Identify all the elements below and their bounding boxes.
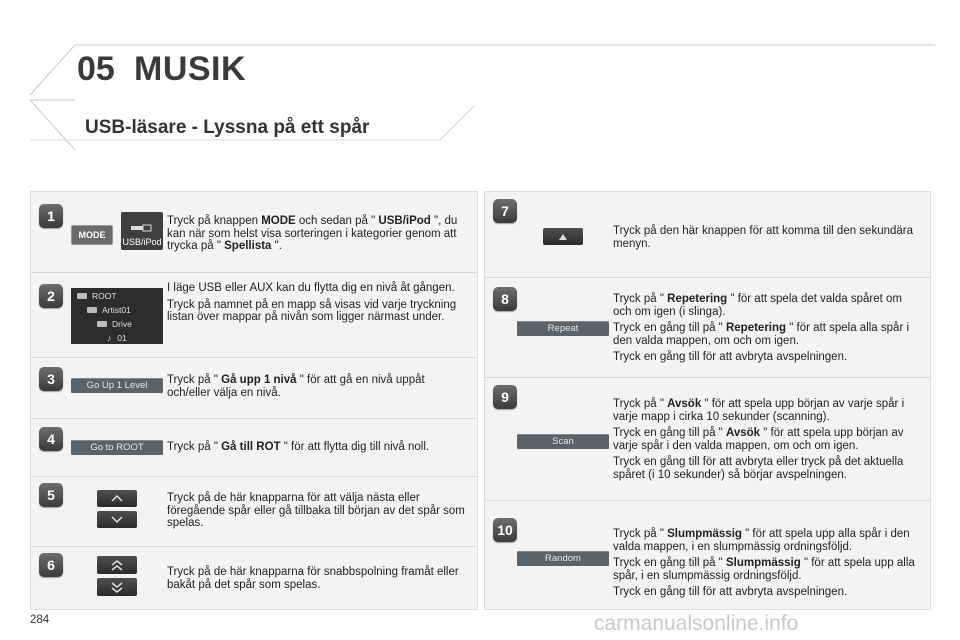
step-text: Tryck på de här knapparna för snabbspoln…: [167, 566, 472, 595]
double-chevron-down-icon: [111, 581, 123, 593]
step-number-badge: 6: [39, 553, 63, 577]
paragraph: Tryck en gång till för att avbryta avspe…: [613, 586, 848, 598]
step-text: Tryck på den här knappen för att komma t…: [613, 225, 913, 254]
step-text: Tryck på " Gå upp 1 nivå " för att gå en…: [167, 374, 467, 403]
fast-forward-button[interactable]: [97, 556, 137, 574]
paragraph: Tryck en gång till för att avbryta avspe…: [613, 351, 848, 363]
paragraph: Tryck på den här knappen för att komma t…: [613, 225, 914, 250]
step-text: Tryck på " Avsök " för att spela upp bör…: [613, 398, 918, 485]
folder-row[interactable]: ROOT: [71, 289, 169, 302]
folder-name: Drive: [112, 318, 132, 329]
scan-button[interactable]: Scan: [517, 434, 609, 449]
paragraph: Tryck på " Gå till ROT " för att flytta …: [167, 441, 430, 453]
paragraph: Tryck på " Repetering " för att spela de…: [613, 293, 902, 318]
repeat-button[interactable]: Repeat: [517, 321, 609, 336]
step-number-badge: 1: [39, 204, 63, 228]
chevron-down-icon: [111, 516, 123, 523]
next-track-button[interactable]: [97, 511, 137, 528]
step-8: 8 Repeat Tryck på " Repetering " för att…: [485, 277, 930, 378]
mode-button[interactable]: MODE: [71, 225, 113, 245]
random-button[interactable]: Random: [517, 551, 609, 566]
step-6: 6 Tryck på de här knapparna för snabbspo…: [31, 546, 477, 609]
paragraph: Tryck på " Gå upp 1 nivå " för att gå en…: [167, 374, 425, 399]
folder-list: ROOT Artist01 Drive ♪ 01: [71, 288, 163, 344]
step-text: Tryck på knappen MODE och sedan på " USB…: [167, 215, 475, 257]
chevron-up-icon: [111, 495, 123, 502]
page-number: 284: [30, 614, 50, 626]
folder-row[interactable]: Drive: [71, 317, 189, 330]
step-number-badge: 3: [39, 367, 63, 391]
triangle-up-icon: [559, 233, 567, 240]
step-2: 2 ROOT Artist01 Drive ♪ 01 I läge USB ell…: [31, 272, 477, 358]
step-text: Tryck på " Repetering " för att spela de…: [613, 293, 918, 368]
paragraph: I läge USB eller AUX kan du flytta dig e…: [167, 282, 455, 294]
double-chevron-up-icon: [111, 559, 123, 571]
secondary-menu-button[interactable]: [543, 228, 583, 245]
music-note-icon: ♪: [107, 332, 112, 343]
paragraph: Tryck en gång till för att avbryta eller…: [613, 456, 904, 481]
step-10: 10 Random Tryck på " Slumpmässig " för a…: [485, 500, 930, 609]
folder-name: ROOT: [92, 290, 117, 301]
usb-icon: [131, 224, 152, 232]
watermark: carmanualsonline.info: [594, 612, 799, 635]
section-title: USB-läsare - Lyssna på ett spår: [85, 117, 370, 138]
folder-icon: [87, 306, 97, 313]
previous-track-button[interactable]: [97, 490, 137, 507]
paragraph: Tryck på " Avsök " för att spela upp bör…: [613, 398, 905, 423]
left-panel: 1 MODE USB/iPod Tryck på knappen MODE oc…: [30, 191, 478, 610]
step-number-badge: 9: [493, 385, 517, 409]
folder-name: Artist01: [102, 304, 131, 315]
paragraph: Tryck en gång till på " Avsök " för att …: [613, 427, 904, 452]
chapter-number: 05: [77, 50, 115, 88]
chapter-title: MUSIK: [134, 50, 247, 88]
step-5: 5 Tryck på de här knapparna för att välj…: [31, 476, 477, 547]
step-number-badge: 7: [493, 199, 517, 223]
usb-ipod-label: USB/iPod: [122, 237, 162, 247]
step-4: 4 Go to ROOT Tryck på " Gå till ROT " fö…: [31, 418, 477, 477]
step-3: 3 Go Up 1 Level Tryck på " Gå upp 1 nivå…: [31, 357, 477, 419]
paragraph: Tryck på knappen MODE och sedan på " USB…: [167, 215, 458, 252]
paragraph: Tryck på " Slumpmässig " för att spela u…: [613, 528, 910, 553]
step-text: Tryck på " Slumpmässig " för att spela u…: [613, 528, 918, 603]
usb-ipod-button[interactable]: USB/iPod: [121, 212, 163, 250]
step-text: I läge USB eller AUX kan du flytta dig e…: [167, 282, 457, 328]
go-to-root-button[interactable]: Go to ROOT: [71, 440, 163, 455]
folder-row[interactable]: Artist01: [71, 303, 179, 316]
folder-row[interactable]: ♪ 01: [71, 331, 199, 344]
paragraph: Tryck en gång till på " Repetering " för…: [613, 322, 910, 347]
step-number-badge: 5: [39, 483, 63, 507]
step-7: 7 Tryck på den här knappen för att komma…: [485, 192, 930, 278]
rewind-button[interactable]: [97, 578, 137, 596]
step-number-badge: 2: [39, 284, 63, 308]
paragraph: Tryck en gång till på " Slumpmässig " fö…: [613, 557, 915, 582]
paragraph: Tryck på de här knapparna för snabbspoln…: [167, 566, 459, 591]
go-up-1-level-button[interactable]: Go Up 1 Level: [71, 378, 163, 393]
step-text: Tryck på de här knapparna för att välja …: [167, 492, 475, 534]
paragraph: Tryck på de här knapparna för att välja …: [167, 492, 465, 529]
header-decoration: [28, 44, 935, 151]
step-number-badge: 4: [39, 427, 63, 451]
step-9: 9 Scan Tryck på " Avsök " för att spela …: [485, 377, 930, 501]
right-panel: 7 Tryck på den här knappen för att komma…: [484, 191, 931, 610]
step-number-badge: 8: [493, 287, 517, 311]
step-text: Tryck på " Gå till ROT " för att flytta …: [167, 441, 472, 458]
step-1: 1 MODE USB/iPod Tryck på knappen MODE oc…: [31, 192, 477, 273]
folder-name: 01: [117, 332, 127, 343]
step-number-badge: 10: [493, 518, 517, 542]
paragraph: Tryck på namnet på en mapp så visas vid …: [167, 298, 457, 324]
folder-icon: [77, 292, 87, 299]
folder-icon: [97, 320, 107, 327]
